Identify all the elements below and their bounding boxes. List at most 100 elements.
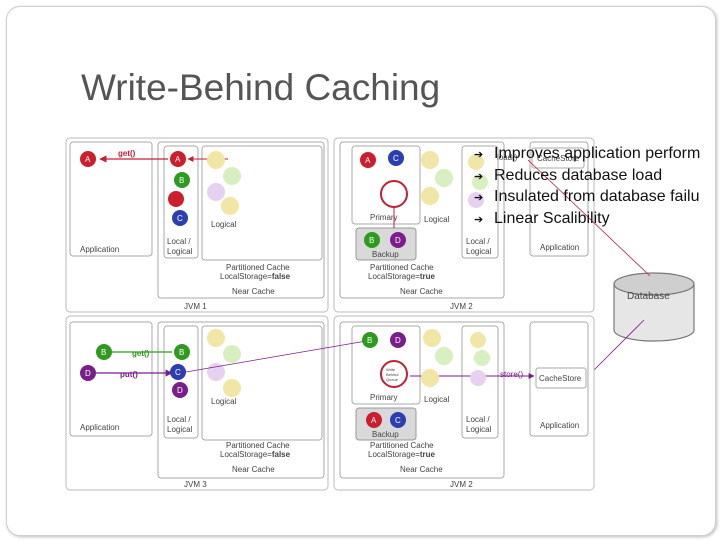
svg-text:D: D [85, 369, 91, 378]
logical-cache-label: Logical [211, 397, 237, 406]
cachestore-label: CacheStore [537, 154, 580, 163]
database-label: Database [627, 291, 670, 302]
bullet-arrow-icon: ➔ [474, 149, 484, 161]
write-queue-icon [380, 180, 408, 208]
logical-label: Logical [424, 215, 450, 224]
node-c-local: C [170, 364, 186, 380]
svg-text:A: A [365, 156, 371, 165]
node-d-local: D [172, 382, 188, 398]
bullet-text: Improves application perform [494, 145, 701, 162]
node-a2-local [168, 191, 184, 207]
bullet-text: Insulated from database failu [494, 188, 700, 205]
application-label: Application [540, 243, 579, 252]
backup-label: Backup [372, 430, 399, 439]
node-a-backup: A [366, 412, 382, 428]
primary-label: Primary [370, 213, 398, 222]
put-link [179, 339, 373, 374]
localstorage-label: LocalStorage=true [368, 272, 435, 281]
application-label: Application [80, 245, 119, 254]
node-c-local: C [172, 210, 188, 226]
node-a: A [360, 152, 376, 168]
svg-text:B: B [101, 348, 106, 357]
slide-title: Write-Behind Caching [81, 67, 441, 108]
faded-nodes [207, 329, 241, 397]
svg-text:C: C [175, 368, 181, 377]
load-label: load() [497, 153, 518, 162]
application-box [529, 141, 589, 257]
node-d: D [390, 332, 406, 348]
node-a-local: A [170, 151, 186, 167]
node-c-backup: C [390, 412, 406, 428]
svg-text:D: D [395, 336, 401, 345]
partitioned-label: Partitioned Cache [226, 441, 290, 450]
logical-label: Logical [167, 247, 193, 256]
node-b-local: B [174, 172, 190, 188]
jvm-label: JVM 2 [450, 480, 473, 489]
svg-text:C: C [393, 154, 399, 163]
svg-text:Write: Write [386, 367, 396, 372]
near-cache-label: Near Cache [400, 465, 443, 474]
bullet-item: ➔ Linear Scalibility [474, 208, 700, 230]
application-label: Application [80, 423, 119, 432]
svg-text:B: B [369, 236, 374, 245]
near-cache-label: Near Cache [400, 287, 443, 296]
node-b-local: B [174, 344, 190, 360]
svg-text:B: B [367, 336, 372, 345]
bullet-arrow-icon: ➔ [474, 170, 484, 183]
svg-text:B: B [179, 348, 184, 357]
node-d-app: D [80, 365, 96, 381]
node-b: B [362, 332, 378, 348]
svg-text:C: C [395, 416, 401, 425]
logical-label: Logical [424, 395, 450, 404]
write-behind-queue-icon [380, 360, 408, 388]
localstorage-label: LocalStorage=false [220, 272, 291, 281]
bullet-arrow-icon: ➔ [474, 192, 484, 204]
store-label: store() [500, 370, 523, 379]
localstorage-label: LocalStorage=false [220, 450, 291, 459]
bullet-text: Linear Scalibility [494, 209, 610, 227]
near-cache-label: Near Cache [232, 287, 275, 296]
bullet-arrow-icon: ➔ [474, 213, 484, 226]
jvm1-panel: Application Local / Logical Logical Part… [65, 137, 329, 313]
faded-nodes [207, 151, 241, 215]
cachestore-box [531, 147, 585, 169]
svg-text:Behind: Behind [386, 372, 398, 377]
node-b-app: B [96, 344, 112, 360]
jvm-label: JVM 2 [450, 302, 473, 311]
database: Database [613, 272, 695, 342]
localstorage-label: LocalStorage=true [368, 450, 435, 459]
get-call-label: get() [118, 149, 136, 158]
bullet-item: ➔ Improves application perform [474, 143, 700, 165]
db-store-link [587, 319, 645, 377]
jvm2-top-panel: CacheStore Application Primary Backup Lo… [333, 137, 595, 313]
application-box [69, 321, 153, 437]
near-cache-label: Near Cache [232, 465, 275, 474]
application-box [69, 141, 153, 257]
node-b-backup: B [364, 232, 380, 248]
node-c: C [388, 150, 404, 166]
application-label: Application [540, 421, 579, 430]
svg-text:D: D [177, 386, 183, 395]
faded-nodes [421, 329, 490, 387]
cachestore-box [535, 367, 587, 389]
bullet-item: ➔ Reduces database load [474, 165, 700, 187]
svg-text:A: A [175, 155, 181, 164]
db-load-link [527, 159, 651, 277]
backup-label: Backup [372, 250, 399, 259]
bullet-text: Reduces database load [494, 166, 663, 184]
node-d-backup: D [390, 232, 406, 248]
cachestore-label: CacheStore [539, 374, 582, 383]
svg-text:Queue: Queue [386, 377, 399, 382]
partitioned-label: Partitioned Cache [370, 263, 434, 272]
bullet-item: ➔ Insulated from database failu [474, 186, 700, 208]
node-a-app: A [80, 151, 96, 167]
local-label: Local / [466, 415, 490, 424]
local-label: Local / [466, 237, 490, 246]
svg-text:B: B [179, 176, 184, 185]
svg-text:A: A [85, 155, 91, 164]
svg-text:A: A [371, 416, 377, 425]
jvm3-panel: Application Local / Logical Logical Part… [65, 315, 329, 491]
logical2-label: Logical [466, 425, 492, 434]
svg-text:C: C [177, 214, 183, 223]
logical-label: Logical [167, 425, 193, 434]
